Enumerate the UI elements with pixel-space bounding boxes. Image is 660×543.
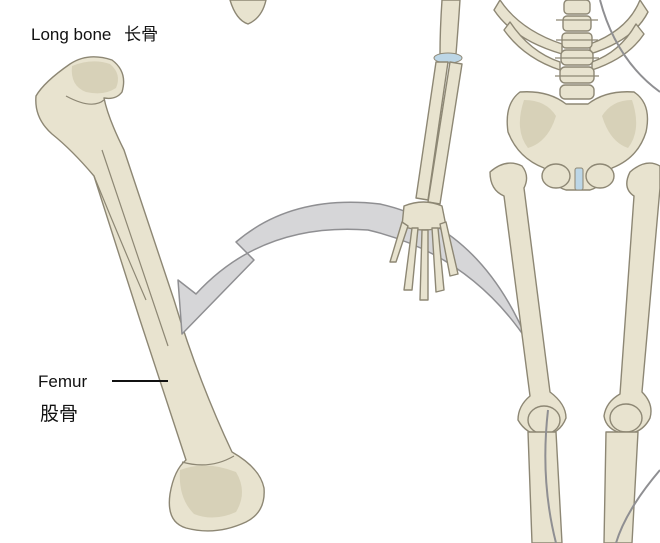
- right-leg: [603, 162, 660, 543]
- pelvis: [506, 91, 649, 191]
- curved-arrow: [177, 201, 529, 343]
- femur-bone: [35, 56, 265, 532]
- femur-label-zh: 股骨: [40, 403, 79, 425]
- spine: [555, 0, 599, 100]
- long-bone-label-en: Long bone: [31, 25, 112, 44]
- femur-label-en: Femur: [38, 372, 88, 391]
- left-arm: [415, 0, 463, 205]
- long-bone-label: Long bone 长骨: [31, 26, 158, 44]
- hand: [389, 201, 459, 301]
- long-bone-label-zh: 长骨: [124, 25, 159, 45]
- ribcage: [493, 0, 660, 93]
- cropped-bone-top: [229, 0, 267, 25]
- skeleton: [389, 0, 660, 543]
- left-leg: [489, 162, 567, 543]
